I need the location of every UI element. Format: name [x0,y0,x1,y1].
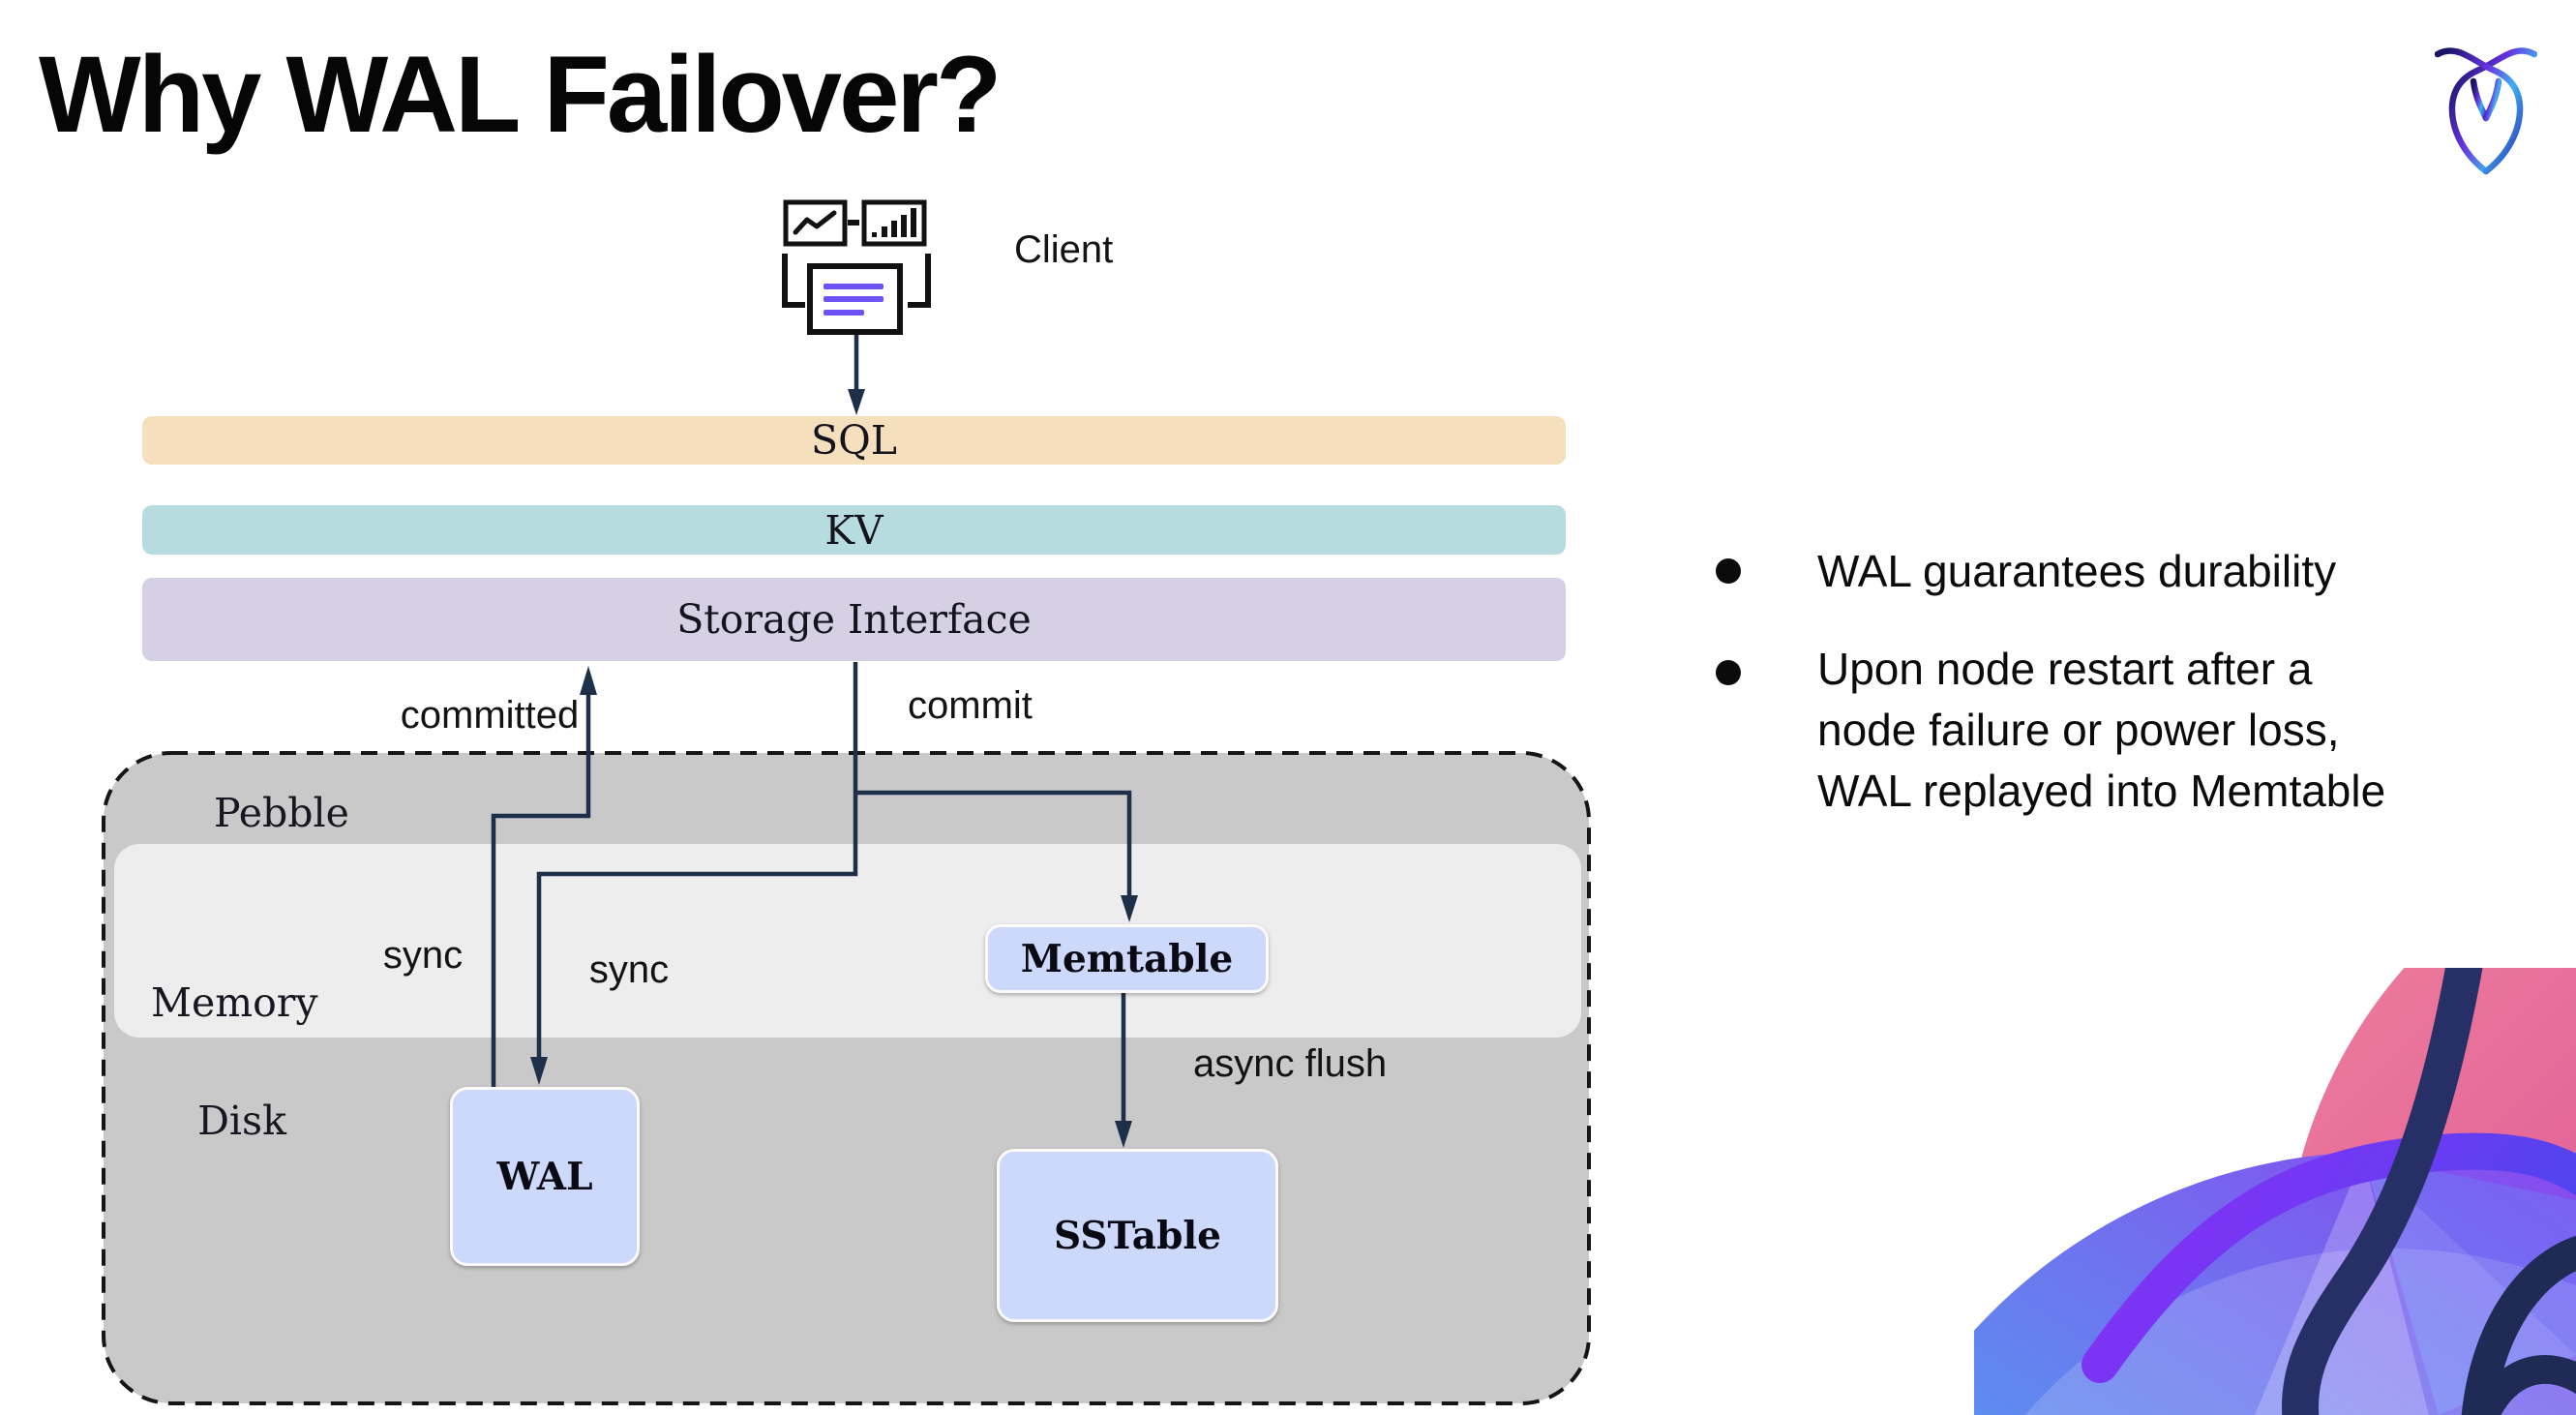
client-label: Client [1014,228,1114,271]
bullet-item: Upon node restart after a node failure o… [1817,639,2572,822]
brand-watermark-graphic [1974,968,2576,1415]
edge-commit-sync-to-wal [536,662,858,1057]
layer-sql-label: SQL [811,417,897,464]
page-title: Why WAL Failover? [39,34,1002,155]
arrowhead-sstable [1115,1121,1132,1148]
arrowhead-client [848,389,865,415]
bullet-dot [1716,558,1741,584]
cockroachdb-logo-icon [2435,47,2537,175]
edge-label-sync-right: sync [588,948,670,991]
memory-label: Memory [151,979,318,1026]
memory-band [114,844,1581,1038]
layer-storage-label: Storage Interface [676,596,1032,643]
pebble-label: Pebble [214,790,349,836]
layer-kv-label: KV [824,506,884,554]
node-wal: WAL [450,1087,640,1266]
edge-label-sync-left: sync [382,934,464,977]
node-sstable-label: SSTable [1054,1213,1221,1258]
layer-storage-interface: Storage Interface [142,578,1566,661]
node-sstable: SSTable [997,1149,1278,1322]
node-wal-label: WAL [496,1154,593,1199]
node-memtable: Memtable [985,924,1269,993]
edge-label-commit: commit [908,684,1033,727]
edge-wal-committed [491,693,591,1087]
layer-kv: KV [142,505,1566,555]
arrowhead-sync-wal [530,1057,548,1085]
arrowhead-memtable [1121,895,1138,922]
bullet-dot [1716,660,1741,685]
node-memtable-label: Memtable [1020,936,1234,981]
bullet-line: node failure or power loss, [1817,705,2340,755]
layer-sql: SQL [142,416,1566,465]
disk-label: Disk [197,1098,286,1144]
bullet-item: WAL guarantees durability [1817,541,2553,602]
bullet-line: WAL guarantees durability [1817,546,2337,596]
edge-label-async-flush: async flush [1193,1042,1388,1085]
bullet-line: Upon node restart after a [1817,644,2313,694]
edge-label-committed: committed [400,694,580,737]
edge-commit-to-memtable [855,790,1132,895]
document-lines-accent [824,284,884,316]
bullet-line: WAL replayed into Memtable [1817,766,2386,816]
client-devices-icon [782,199,931,335]
